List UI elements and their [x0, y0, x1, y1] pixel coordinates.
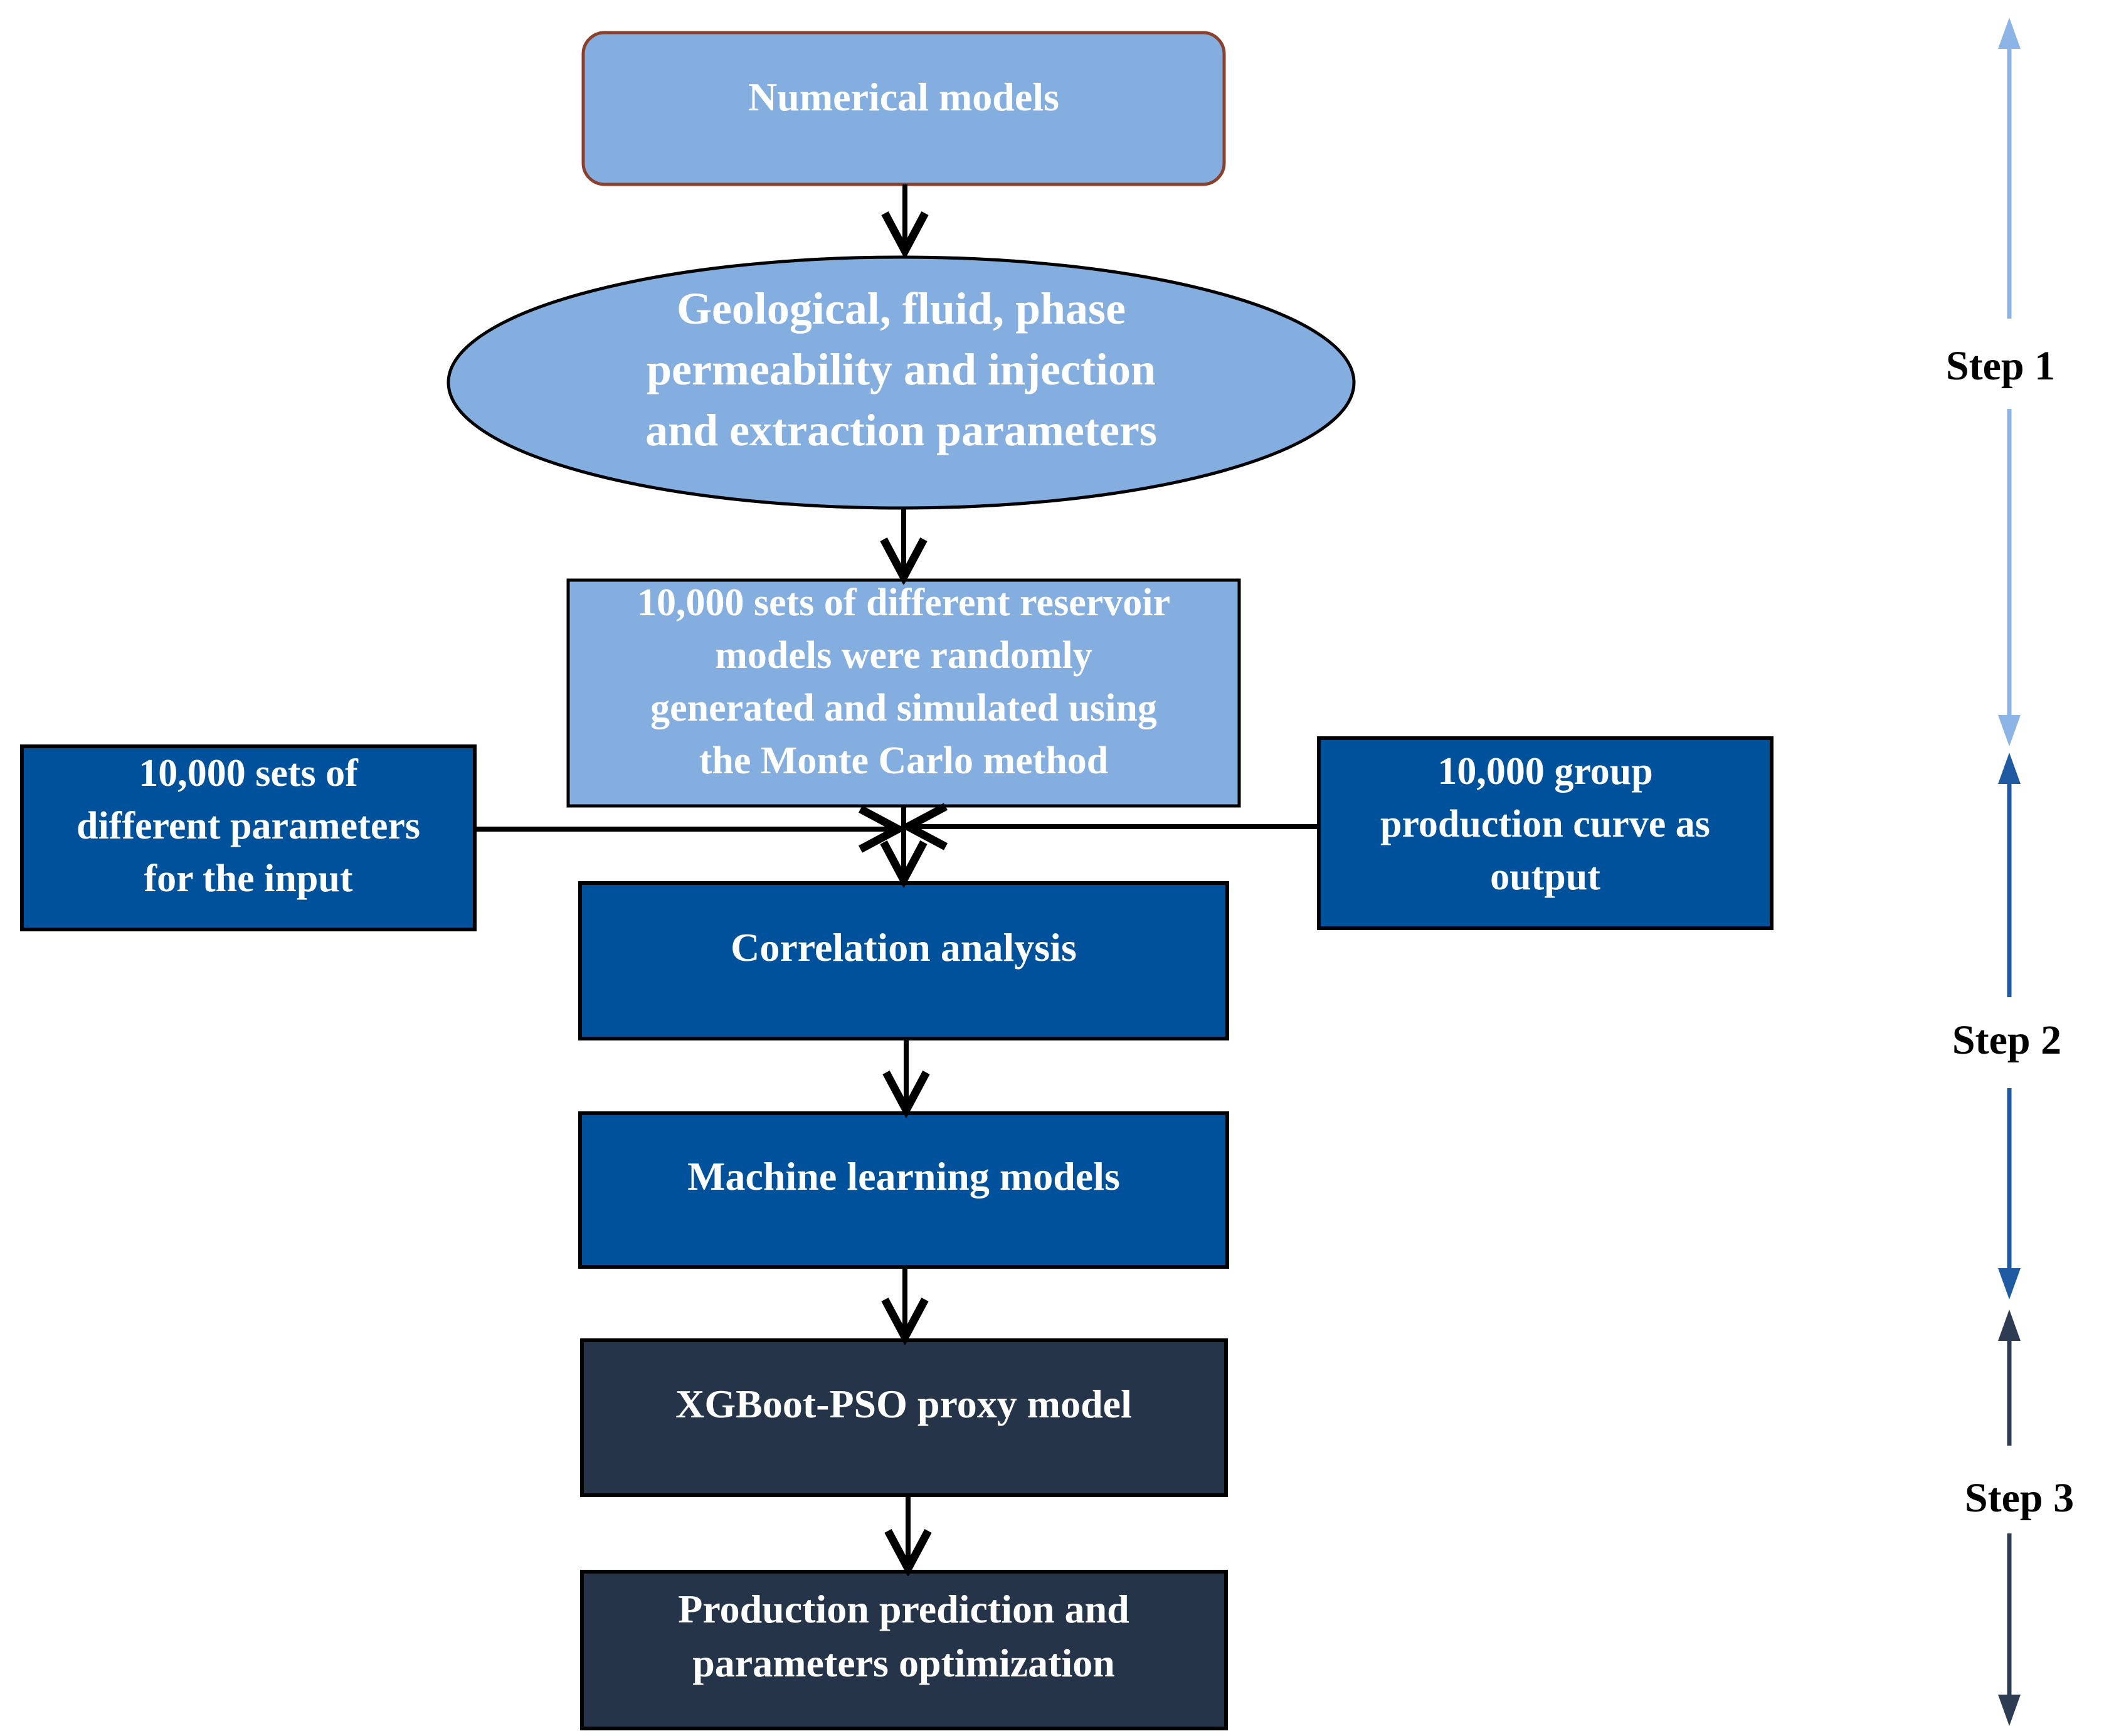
label-line: 10,000 sets of different reservoir — [637, 581, 1170, 624]
monte-carlo-label: 10,000 sets of different reservoir models… — [637, 581, 1170, 782]
label-line: Numerical models — [748, 75, 1059, 119]
label-line: 10,000 sets of — [139, 752, 359, 795]
proxy-model-box — [580, 1338, 1228, 1497]
label-line: the Monte Carlo method — [699, 739, 1109, 782]
label-line: for the input — [144, 857, 352, 900]
label-line: permeability and injection — [647, 344, 1156, 394]
label-line: Machine learning models — [687, 1154, 1120, 1199]
label-line: output — [1490, 855, 1600, 898]
input-parameters-box — [20, 744, 477, 931]
step1-arrow — [1998, 18, 2021, 746]
label-line: models were randomly — [715, 634, 1092, 677]
machine-learning-box — [578, 1111, 1229, 1269]
label-line: different parameters — [77, 805, 420, 847]
parameters-label: Geological, fluid, phase permeability and… — [645, 283, 1157, 455]
correlation-analysis-label: Correlation analysis — [731, 925, 1077, 970]
label-line: 10,000 group — [1437, 750, 1652, 793]
machine-learning-label: Machine learning models — [687, 1154, 1120, 1199]
step3-arrow — [1998, 1310, 2021, 1726]
label-line: Geological, fluid, phase — [677, 283, 1126, 334]
step3-label: Step 3 — [1965, 1475, 2074, 1521]
step2-arrow — [1998, 753, 2021, 1299]
numerical-models-label: Numerical models — [748, 75, 1059, 119]
label-line: production curve as — [1380, 803, 1710, 845]
output-curve-label: 10,000 group production curve as output — [1380, 750, 1710, 898]
label-line: parameters optimization — [692, 1641, 1115, 1685]
step1-label: Step 1 — [1946, 343, 2055, 389]
prediction-box — [580, 1570, 1228, 1730]
input-parameters-label: 10,000 sets of different parameters for th… — [77, 752, 420, 900]
output-curve-box — [1317, 736, 1774, 930]
label-line: XGBoot-PSO proxy model — [675, 1382, 1132, 1426]
prediction-label: Production prediction and parameters opti… — [678, 1587, 1129, 1685]
proxy-model-label: XGBoot-PSO proxy model — [675, 1382, 1132, 1426]
label-line: generated and simulated using — [650, 687, 1157, 729]
label-line: Correlation analysis — [731, 925, 1077, 970]
label-line: Production prediction and — [678, 1587, 1129, 1631]
label-line: and extraction parameters — [645, 405, 1157, 455]
step2-label: Step 2 — [1952, 1017, 2061, 1063]
